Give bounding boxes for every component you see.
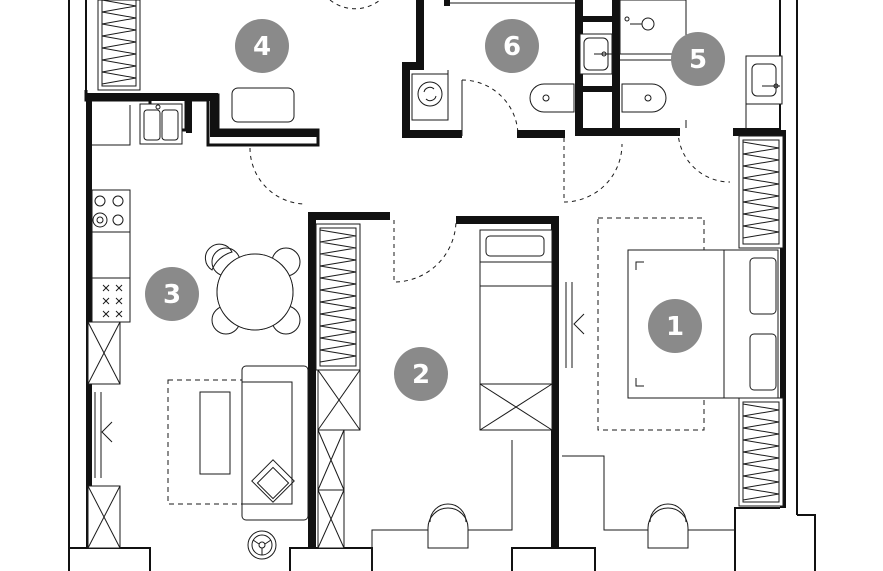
chair-icon bbox=[427, 503, 469, 549]
dining-table bbox=[204, 243, 301, 335]
room-label-3: 3 bbox=[163, 280, 181, 310]
room-1-furniture bbox=[562, 217, 779, 549]
room-badge-6: 6 bbox=[485, 19, 539, 73]
cabinets bbox=[87, 321, 553, 549]
room-label-5: 5 bbox=[689, 45, 707, 75]
doors bbox=[249, 0, 731, 283]
stove-icon bbox=[92, 195, 124, 228]
room-label-4: 4 bbox=[253, 32, 271, 62]
room-badge-3: 3 bbox=[145, 267, 199, 321]
room-label-6: 6 bbox=[503, 32, 521, 62]
kitchen-counter bbox=[91, 103, 183, 478]
room-badges: 4 6 5 3 2 1 bbox=[145, 19, 725, 401]
toilet-icon bbox=[621, 83, 667, 113]
toilet-icon bbox=[529, 83, 575, 113]
wardrobes bbox=[97, 0, 784, 507]
room-badge-5: 5 bbox=[671, 32, 725, 86]
sink-icon bbox=[579, 33, 613, 75]
room-badge-1: 1 bbox=[648, 299, 702, 353]
steering-wheel-icon bbox=[247, 530, 277, 560]
exterior-walls bbox=[68, 0, 816, 571]
room-2-furniture bbox=[371, 229, 553, 571]
chair-icon bbox=[647, 503, 689, 549]
room-badge-2: 2 bbox=[394, 347, 448, 401]
room-label-1: 1 bbox=[666, 312, 684, 342]
room-label-2: 2 bbox=[412, 360, 430, 390]
kitchen-sink-icon bbox=[139, 103, 183, 145]
washing-machine-icon bbox=[411, 73, 449, 121]
bathtub bbox=[231, 87, 295, 123]
induction-hob-icon bbox=[102, 284, 123, 318]
living-area bbox=[167, 365, 309, 560]
sink-icon bbox=[745, 55, 783, 105]
room-badge-4: 4 bbox=[235, 19, 289, 73]
